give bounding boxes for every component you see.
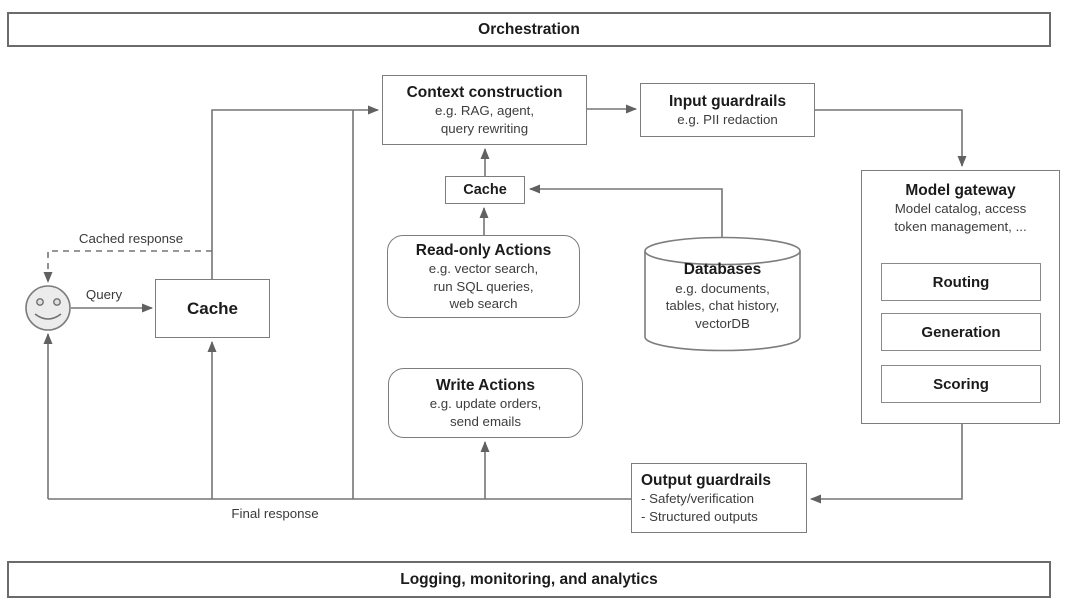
node-title: Routing (932, 273, 990, 291)
edge-databases-to-cachemid (529, 184, 723, 241)
orchestration-bar: Orchestration (7, 12, 1051, 47)
node-subtext: vectorDB (695, 315, 750, 331)
routing-node: Routing (881, 263, 1041, 301)
node-title: Cache (463, 181, 507, 198)
query-edge-label: Query (85, 287, 123, 302)
edge-cached-response (43, 250, 212, 283)
node-subtext: e.g. PII redaction (677, 112, 778, 128)
node-title: Databases (683, 261, 762, 278)
edge-gateway-to-output (810, 424, 963, 504)
node-title: Output guardrails (641, 472, 772, 490)
databases-cylinder-icon (644, 236, 801, 352)
node-title: Generation (921, 323, 1001, 341)
node-subtext: - Safety/verification (641, 491, 755, 507)
node-title: Context construction (406, 84, 563, 102)
final-response-edge-label: Final response (231, 506, 319, 521)
databases-node: Databases e.g. documents, tables, chat h… (645, 260, 800, 332)
node-subtext: Model catalog, access (894, 201, 1027, 217)
node-subtext: token management, ... (894, 218, 1027, 234)
node-subtext: e.g. RAG, agent, (434, 103, 535, 119)
scoring-node: Scoring (881, 365, 1041, 403)
node-title: Write Actions (435, 377, 536, 395)
node-title: Scoring (933, 375, 989, 393)
node-title: Input guardrails (668, 92, 787, 110)
read-only-actions-node: Read-only Actions e.g. vector search, ru… (387, 235, 580, 318)
model-gateway-node: Model gateway Model catalog, access toke… (861, 170, 1060, 424)
node-title: Read-only Actions (415, 241, 552, 259)
node-subtext: send emails (450, 413, 521, 429)
output-guardrails-node: Output guardrails - Safety/verification … (631, 463, 807, 533)
node-subtext: web search (449, 295, 518, 311)
node-subtext: run SQL queries, (433, 278, 534, 294)
node-subtext: e.g. vector search, (428, 261, 539, 277)
cache-left-node: Cache (155, 279, 270, 338)
node-title: Cache (186, 298, 239, 318)
write-actions-node: Write Actions e.g. update orders, send e… (388, 368, 583, 438)
edge-input-to-gateway (815, 109, 967, 167)
edge-cache-to-context (211, 105, 379, 279)
generation-node: Generation (881, 313, 1041, 351)
input-guardrails-node: Input guardrails e.g. PII redaction (640, 83, 815, 137)
node-title: Model gateway (905, 182, 1016, 199)
node-subtext: e.g. documents, (675, 281, 770, 297)
cached-response-edge-label: Cached response (78, 231, 184, 246)
node-subtext: e.g. update orders, (429, 396, 542, 412)
cache-mid-node: Cache (445, 176, 525, 204)
orchestration-label: Orchestration (478, 20, 580, 38)
node-subtext: query rewriting (440, 120, 529, 136)
user-smiley-icon (25, 285, 71, 331)
context-construction-node: Context construction e.g. RAG, agent, qu… (382, 75, 587, 145)
logging-monitoring-bar: Logging, monitoring, and analytics (7, 561, 1051, 598)
logging-monitoring-label: Logging, monitoring, and analytics (400, 570, 658, 588)
node-subtext: - Structured outputs (641, 508, 758, 524)
node-subtext: tables, chat history, (665, 298, 780, 314)
